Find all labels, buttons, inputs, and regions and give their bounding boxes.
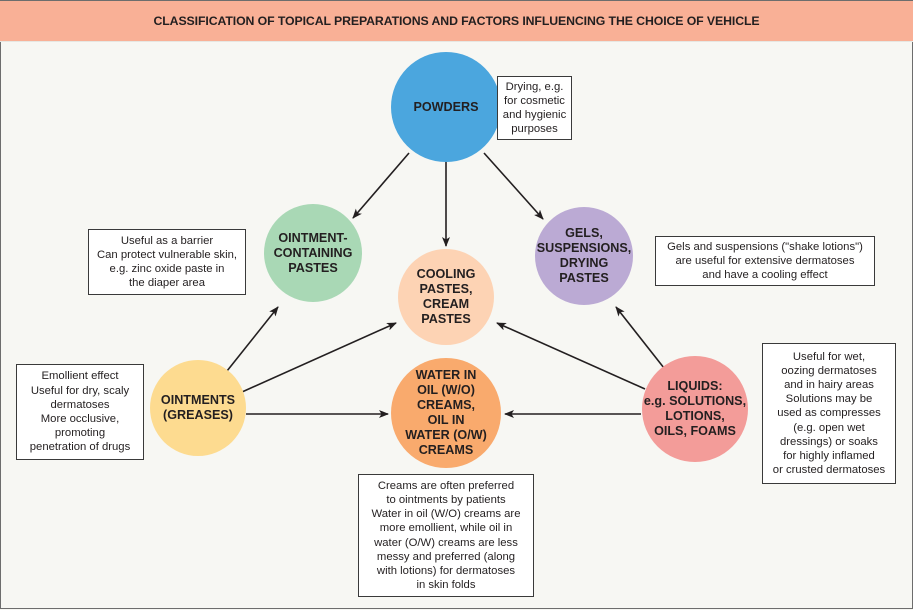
arrow-powders-to-ointment-pastes	[352, 152, 410, 219]
node-cooling-pastes-label: COOLING PASTES, CREAM PASTES	[416, 267, 476, 326]
note-powders-text: Drying, e.g. for cosmetic and hygienic p…	[502, 80, 567, 136]
note-creams: Creams are often preferred to ointments …	[358, 474, 534, 597]
note-liquids-text: Useful for wet, oozing dermatoses and in…	[772, 350, 886, 477]
node-ointments-label: OINTMENTS (GREASES)	[160, 393, 236, 422]
node-powders-label: POWDERS	[413, 99, 479, 114]
arrow-liquids-to-gels	[615, 306, 665, 369]
node-creams-label: WATER IN OIL (W/O) CREAMS, OIL IN WATER …	[405, 368, 487, 457]
note-powders: Drying, e.g. for cosmetic and hygienic p…	[497, 76, 572, 140]
node-powders: POWDERS	[391, 52, 501, 162]
node-liquids: LIQUIDS: e.g. SOLUTIONS, LOTIONS, OILS, …	[642, 356, 748, 462]
node-creams: WATER IN OIL (W/O) CREAMS, OIL IN WATER …	[391, 358, 501, 468]
note-ointment-containing-pastes: Useful as a barrier Can protect vulnerab…	[88, 229, 246, 295]
note-ointment-containing-pastes-text: Useful as a barrier Can protect vulnerab…	[96, 234, 238, 290]
arrow-ointments-to-ointment-pastes	[226, 306, 279, 372]
arrow-ointments-to-cooling-pastes	[241, 322, 397, 393]
node-gels: GELS, SUSPENSIONS, DRYING PASTES	[535, 207, 633, 305]
note-ointments-text: Emollient effect Useful for dry, scaly d…	[29, 370, 131, 454]
arrow-liquids-to-cooling-pastes	[496, 322, 646, 390]
node-ointments: OINTMENTS (GREASES)	[150, 360, 246, 456]
header-banner: CLASSIFICATION OF TOPICAL PREPARATIONS A…	[0, 0, 913, 42]
node-cooling-pastes: COOLING PASTES, CREAM PASTES	[398, 249, 494, 345]
node-gels-label: GELS, SUSPENSIONS, DRYING PASTES	[536, 226, 632, 285]
node-ointment-containing-pastes-label: OINTMENT- CONTAINING PASTES	[273, 230, 353, 275]
note-ointments: Emollient effect Useful for dry, scaly d…	[16, 364, 144, 460]
node-liquids-label: LIQUIDS: e.g. SOLUTIONS, LOTIONS, OILS, …	[643, 379, 747, 438]
note-creams-text: Creams are often preferred to ointments …	[371, 479, 521, 592]
arrow-powders-to-gels	[483, 152, 544, 220]
note-gels: Gels and suspensions ("shake lotions") a…	[655, 236, 875, 286]
note-liquids: Useful for wet, oozing dermatoses and in…	[762, 343, 896, 484]
note-gels-text: Gels and suspensions ("shake lotions") a…	[667, 240, 863, 282]
diagram-title: CLASSIFICATION OF TOPICAL PREPARATIONS A…	[153, 14, 760, 28]
node-ointment-containing-pastes: OINTMENT- CONTAINING PASTES	[264, 204, 362, 302]
